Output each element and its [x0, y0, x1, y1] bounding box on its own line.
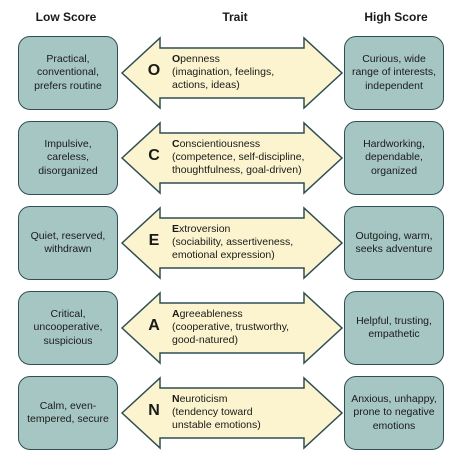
trait-name-initial: A: [172, 308, 180, 320]
double-arrow-shape: [120, 121, 344, 195]
trait-description-line: unstable emotions): [172, 419, 261, 432]
low-score-box: Impulsive, careless, disorganized: [18, 121, 118, 195]
trait-name-initial: N: [172, 393, 180, 405]
high-score-box: Outgoing, warm, seeks adventure: [344, 206, 444, 280]
trait-name: Neuroticism: [172, 393, 322, 406]
high-score-box: Anxious, unhappy, prone to negative emot…: [344, 376, 444, 450]
trait-name-rest: euroticism: [179, 393, 228, 405]
low-score-box: Calm, even-tempered, secure: [18, 376, 118, 450]
trait-row-extroversion: Quiet, reserved, withdrawn E Extroversio…: [0, 206, 472, 290]
trait-name-rest: greeableness: [179, 308, 243, 320]
low-score-box: Critical, uncooperative, suspicious: [18, 291, 118, 365]
trait-arrow: E Extroversion (sociability, assertivene…: [120, 206, 344, 280]
trait-letter: E: [148, 232, 160, 249]
low-score-box: Quiet, reserved, withdrawn: [18, 206, 118, 280]
trait-row-conscientiousness: Impulsive, careless, disorganized C Cons…: [0, 121, 472, 205]
high-score-box: Curious, wide range of interests, indepe…: [344, 36, 444, 110]
trait-letter: C: [148, 147, 160, 164]
trait-description-line: (tendency toward: [172, 406, 253, 419]
low-score-header: Low Score: [35, 10, 97, 24]
trait-text: Conscientiousness (competence, self-disc…: [172, 138, 322, 177]
trait-name-initial: O: [172, 53, 181, 65]
trait-name: Openness: [172, 53, 322, 66]
trait-text: Agreeableness (cooperative, trustworthy,…: [172, 308, 322, 347]
trait-description-line: actions, ideas): [172, 79, 240, 92]
trait-text: Openness (imagination, feelings, actions…: [172, 53, 322, 92]
trait-name: Extroversion: [172, 223, 322, 236]
double-arrow-shape: [120, 376, 344, 450]
trait-description-line: (sociability, assertiveness,: [172, 236, 294, 249]
high-score-box: Hardworking, dependable, organized: [344, 121, 444, 195]
trait-row-openness: Practical, conventional, prefers routine…: [0, 36, 472, 120]
trait-description-line: emotional expression): [172, 249, 275, 262]
trait-arrow: N Neuroticism (tendency toward unstable …: [120, 376, 344, 450]
trait-name-rest: onscientiousness: [179, 138, 261, 150]
double-arrow-shape: [120, 291, 344, 365]
double-arrow-shape: [120, 36, 344, 110]
trait-text: Neuroticism (tendency toward unstable em…: [172, 393, 322, 432]
trait-letter: N: [148, 402, 160, 419]
trait-name: Agreeableness: [172, 308, 322, 321]
trait-name-rest: xtroversion: [179, 223, 231, 235]
trait-name-initial: C: [172, 138, 180, 150]
trait-arrow: O Openness (imagination, feelings, actio…: [120, 36, 344, 110]
high-score-header: High Score: [364, 10, 428, 24]
trait-description-line: thoughtfulness, goal-driven): [172, 164, 302, 177]
trait-description-line: (cooperative, trustworthy,: [172, 321, 290, 334]
trait-name: Conscientiousness: [172, 138, 322, 151]
trait-letter: A: [148, 317, 160, 334]
low-score-box: Practical, conventional, prefers routine: [18, 36, 118, 110]
trait-text: Extroversion (sociability, assertiveness…: [172, 223, 322, 262]
trait-arrow: C Conscientiousness (competence, self-di…: [120, 121, 344, 195]
trait-arrow: A Agreeableness (cooperative, trustworth…: [120, 291, 344, 365]
double-arrow-shape: [120, 206, 344, 280]
trait-description-line: (imagination, feelings,: [172, 66, 275, 79]
trait-header: Trait: [222, 10, 248, 24]
trait-letter: O: [147, 62, 161, 79]
trait-name-rest: penness: [180, 53, 220, 65]
trait-description-line: good-natured): [172, 334, 238, 347]
trait-description-line: (competence, self-discipline,: [172, 151, 305, 164]
high-score-box: Helpful, trusting, empathetic: [344, 291, 444, 365]
trait-row-agreeableness: Critical, uncooperative, suspicious A Ag…: [0, 291, 472, 375]
trait-name-initial: E: [172, 223, 180, 235]
trait-row-neuroticism: Calm, even-tempered, secure N Neuroticis…: [0, 376, 472, 460]
